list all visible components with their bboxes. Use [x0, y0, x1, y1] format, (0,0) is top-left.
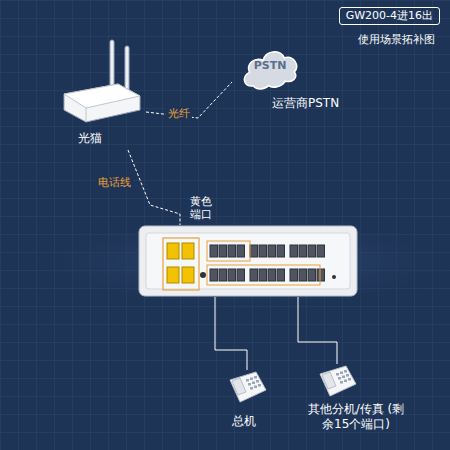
phone-key: [258, 384, 261, 387]
phone-key: [344, 370, 347, 373]
subtitle-label: 使用场景拓补图: [358, 33, 435, 47]
antenna: [125, 46, 129, 92]
reset-hole: [200, 272, 206, 278]
antenna: [110, 40, 114, 88]
phone-port: [259, 245, 267, 257]
phone-key: [348, 378, 351, 381]
pstn-cloud: PSTN 运营商PSTN: [232, 46, 342, 114]
phone-port: [268, 245, 276, 257]
node-label: 运营商PSTN: [272, 96, 339, 111]
phone-key: [346, 374, 349, 377]
phone-port: [250, 245, 258, 257]
edge-label: 电话线: [96, 176, 133, 189]
phone-port: [210, 269, 218, 281]
cloud-text: PSTN: [238, 59, 302, 73]
phone-port: [308, 245, 316, 257]
phone-port: [219, 269, 227, 281]
yellow-port: [167, 267, 179, 283]
phone-port: [228, 245, 236, 257]
title-box: GW200-4进16出: [339, 7, 440, 25]
phone-port: [277, 269, 285, 281]
phone-key: [246, 379, 249, 382]
phone-port: [237, 269, 245, 281]
phone-key: [254, 386, 257, 389]
yellow-bracket: [163, 238, 199, 290]
yellow-port: [182, 267, 194, 283]
phone-key: [342, 376, 345, 379]
phone-icon: [316, 364, 358, 400]
node-label: 其他分机/传真 (剩余15个端口): [304, 402, 408, 432]
phone-port: [259, 269, 267, 281]
port-bracket: [207, 241, 250, 261]
router-icon: [58, 38, 146, 128]
phone-key: [256, 380, 259, 383]
phone-port: [237, 245, 245, 257]
connector-line: [298, 297, 337, 364]
phone-key: [254, 376, 257, 379]
phone-key: [340, 372, 343, 375]
phone-handset: [232, 378, 246, 395]
phone-key: [336, 373, 339, 376]
glow: [38, 214, 450, 310]
phone-port: [268, 269, 276, 281]
phone-port: [250, 269, 258, 281]
phone-port: [317, 245, 325, 257]
phone-key: [248, 383, 251, 386]
phone-key: [344, 380, 347, 383]
main-phone: 总机: [222, 370, 272, 432]
connector-line: [128, 150, 180, 225]
phone-port: [277, 245, 285, 257]
device-face: [146, 233, 350, 289]
phone-port: [210, 245, 218, 257]
phone-port: [228, 269, 236, 281]
led-dot: [332, 275, 336, 279]
router-body: [64, 84, 140, 122]
device-body: [139, 226, 357, 296]
phone-port: [219, 245, 227, 257]
connector-line: [215, 297, 247, 370]
router-edge: [86, 108, 87, 122]
phone-body: [320, 366, 356, 396]
optical-modem: 光猫: [58, 38, 146, 150]
phone-port: [299, 245, 307, 257]
node-label: 总机: [232, 414, 256, 429]
phone-body: [230, 372, 266, 402]
gateway-box: 黄色 端口: [138, 225, 358, 297]
phone-key: [250, 387, 253, 390]
edge-label: 光纤: [166, 107, 192, 120]
phone-port: [290, 245, 298, 257]
port-bracket: [207, 265, 320, 285]
extension-phone: 其他分机/传真 (剩余15个端口): [300, 364, 410, 438]
phone-key: [340, 381, 343, 384]
gateway-device: [138, 225, 358, 297]
yellow-port: [182, 243, 194, 259]
phone-handset: [322, 372, 336, 389]
phone-port: [317, 269, 325, 281]
phone-key: [338, 377, 341, 380]
phone-port: [299, 269, 307, 281]
phone-key: [250, 378, 253, 381]
phone-port: [308, 269, 316, 281]
node-label: 光猫: [78, 131, 102, 146]
phone-port: [290, 269, 298, 281]
phone-icon: [226, 370, 268, 406]
yellow-port: [167, 243, 179, 259]
router-top: [64, 84, 140, 108]
port-callout: 黄色 端口: [190, 195, 215, 221]
phone-key: [252, 382, 255, 385]
